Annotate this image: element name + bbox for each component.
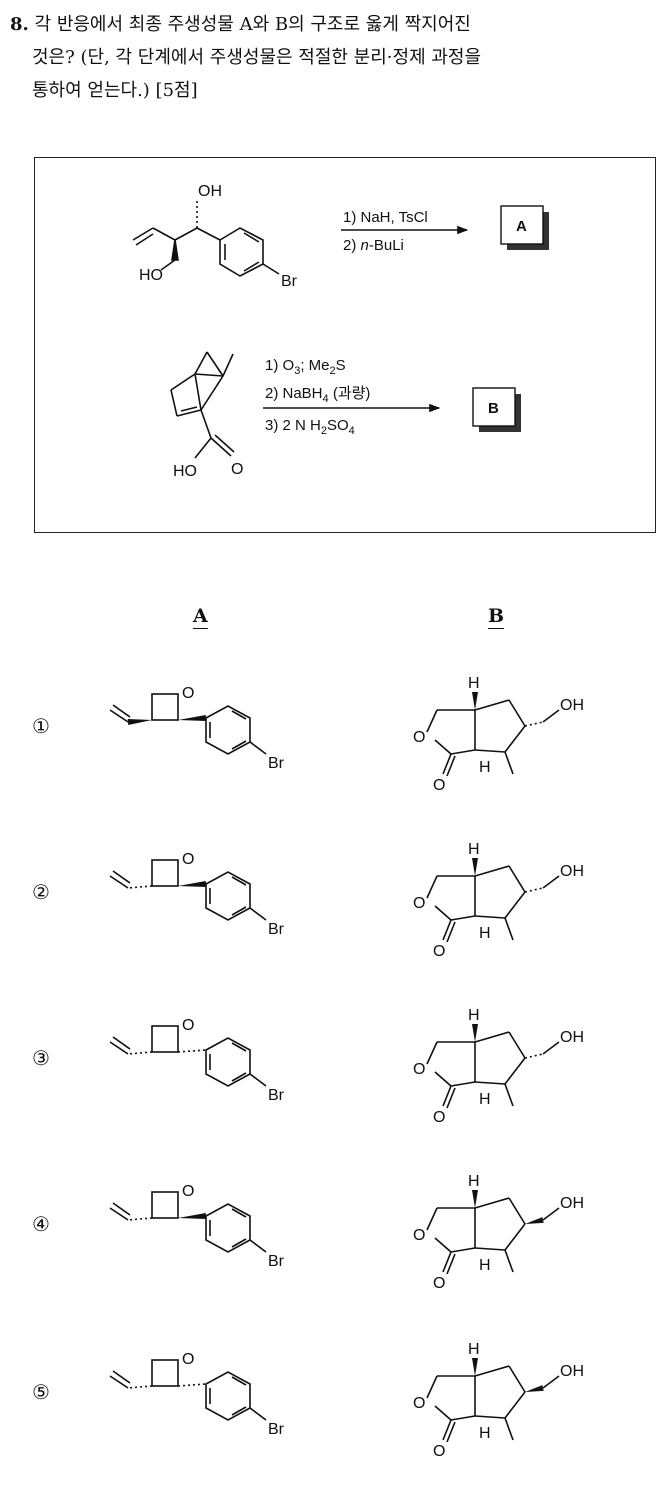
oxygen-label: O [182,1183,194,1200]
structure-b-1: H H O O OH [405,670,645,804]
hydrogen-top-label: H [468,675,480,692]
hydrogen-top-label: H [468,1341,480,1358]
structure-b-3: H H O O OH [405,1002,645,1136]
oxygen-label: O [182,1017,194,1034]
hydrogen-top-label: H [468,841,480,858]
structure-b-4: H H O O OH [405,1168,645,1302]
choice-label-4[interactable]: ④ [32,1212,50,1236]
hydrogen-bottom-label: H [479,1425,491,1442]
question-text: 8. 각 반응에서 최종 주생성물 A와 B의 구조로 옳게 짝지어진 것은? … [10,8,666,107]
hydrogen-top-label: H [468,1173,480,1190]
carbonyl-oxygen-label: O [433,1443,445,1460]
r2-condition-3: 3) 2 N H2SO4 [265,417,355,437]
hydrogen-top-label: H [468,1007,480,1024]
r1-condition-1: 1) NaH, TsCl [343,209,428,226]
hydroxyl-label: OH [560,697,584,714]
hydroxyl-label: OH [560,863,584,880]
structure-b-5: H H O O OH [405,1336,645,1470]
column-header-a: A [193,605,208,627]
structure-a-4: O Br [100,1168,320,1302]
hydroxyl-label: OH [560,1195,584,1212]
reactant-2 [170,351,235,459]
structure-a-2: O Br [100,836,320,970]
ring-oxygen-label: O [413,895,425,912]
r2-condition-1: 1) O3; Me2S [265,357,346,377]
ring-oxygen-label: O [413,1395,425,1412]
bromine-label: Br [268,1087,285,1104]
structure-a-5: O Br [100,1336,320,1470]
oxygen-label: O [182,851,194,868]
product-b-label: B [488,400,499,417]
r1-condition-2: 2) n-BuLi [343,237,404,254]
hydrogen-bottom-label: H [479,925,491,942]
question-line-2: 것은? (단, 각 단계에서 주생성물은 적절한 분리·정제 과정을 [32,47,482,68]
hydrogen-bottom-label: H [479,1257,491,1274]
hydrogen-bottom-label: H [479,759,491,776]
bromine-label: Br [268,921,285,938]
ho-label-r2: HO [173,463,197,480]
choice-label-3[interactable]: ③ [32,1046,50,1070]
reaction-scheme-box: OH HO Br 1) NaH, TsCl 2) n-BuLi A H [34,157,656,533]
choice-label-5[interactable]: ⑤ [32,1380,50,1404]
product-a-label: A [516,218,527,235]
structure-a-1: O Br [100,670,320,804]
r2-condition-2: 2) NaBH4 (과량) [265,385,370,405]
choice-label-1[interactable]: ① [32,714,50,738]
br-label-r1: Br [281,273,298,290]
oxygen-label: O [182,685,194,702]
structure-a-3: O Br [100,1002,320,1136]
choice-label-2[interactable]: ② [32,880,50,904]
reaction-scheme: OH HO Br 1) NaH, TsCl 2) n-BuLi A H [132,183,549,480]
bromine-label: Br [268,1253,285,1270]
structure-b-2: H H O O OH [405,836,645,970]
carbonyl-oxygen-label: O [433,777,445,794]
carbonyl-oxygen-label: O [433,1275,445,1292]
hydrogen-bottom-label: H [479,1091,491,1108]
o-label-r2: O [231,461,243,478]
hydroxyl-label: OH [560,1029,584,1046]
carbonyl-oxygen-label: O [433,1109,445,1126]
hydroxyl-label: OH [560,1363,584,1380]
bromine-label: Br [268,755,285,772]
ring-oxygen-label: O [413,1061,425,1078]
question-number: 8. [10,14,29,35]
oh-label-r1: OH [198,183,222,200]
question-line-3: 통하여 얻는다.) [5점] [32,80,198,101]
bromine-label: Br [268,1421,285,1438]
carbonyl-oxygen-label: O [433,943,445,960]
column-header-b: B [488,605,505,627]
oxygen-label: O [182,1351,194,1368]
ring-oxygen-label: O [413,1227,425,1244]
ring-oxygen-label: O [413,729,425,746]
reactant-1 [132,200,280,277]
question-line-1: 각 반응에서 최종 주생성물 A와 B의 구조로 옳게 짝지어진 [34,14,471,35]
ho-label-r1: HO [139,267,163,284]
